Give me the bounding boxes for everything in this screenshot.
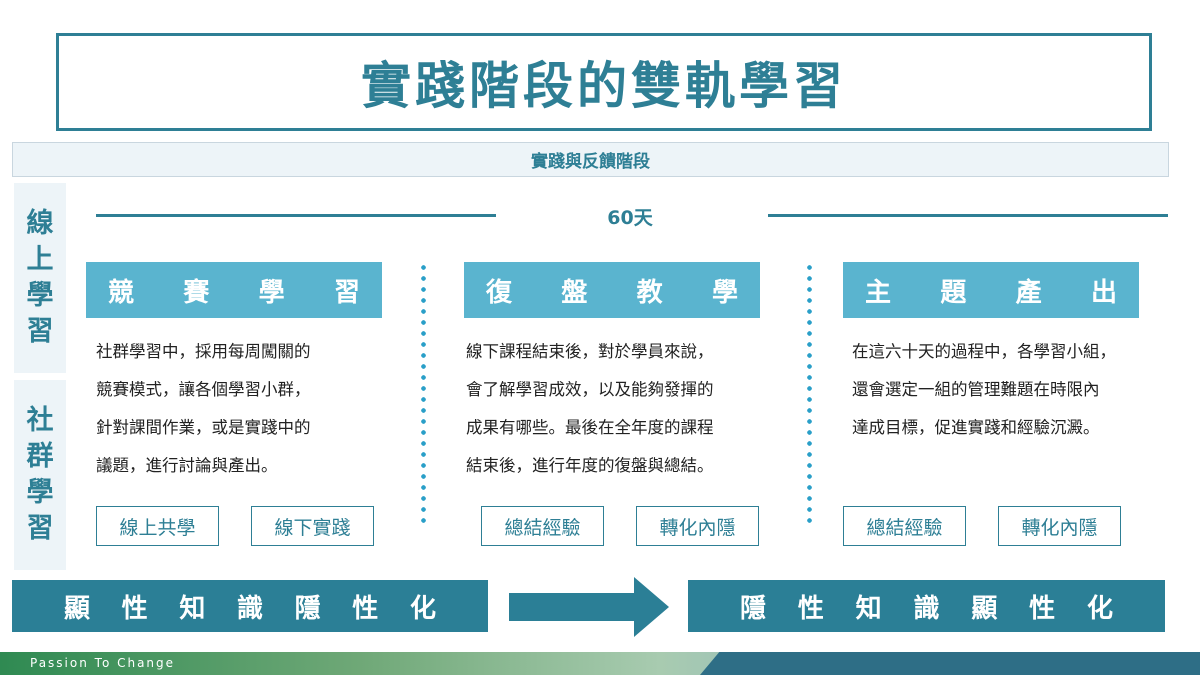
heading-char: 復 — [486, 277, 513, 308]
footer-slogan: Passion To Change — [30, 656, 176, 670]
heading-char: 出 — [1090, 277, 1117, 308]
side-char: 群 — [26, 441, 54, 472]
side-char: 習 — [26, 316, 54, 347]
band-char: 性 — [1029, 593, 1056, 624]
dotted-divider — [421, 262, 426, 526]
column-heading-topic-output: 主 題 產 出 — [843, 262, 1139, 318]
timeline-line-right — [768, 214, 1168, 217]
column-heading-competition-learning: 競 賽 學 習 — [86, 262, 382, 318]
duration-label: 60天 — [607, 207, 653, 229]
band-char: 識 — [913, 593, 940, 624]
band-char: 性 — [121, 593, 148, 624]
phase-bar: 實踐與反饋階段 — [12, 142, 1169, 177]
band-char: 性 — [797, 593, 824, 624]
heading-char: 主 — [865, 277, 892, 308]
band-char: 知 — [179, 593, 206, 624]
band-tacit-to-explicit: 隱 性 知 識 顯 性 化 — [688, 580, 1165, 632]
phase-label: 實踐與反饋階段 — [531, 152, 650, 172]
heading-char: 題 — [940, 277, 967, 308]
side-char: 習 — [26, 513, 54, 544]
text-line: 針對課間作業，或是實踐中的 — [96, 418, 311, 437]
heading-char: 賽 — [183, 277, 210, 308]
column-text-topic-output: 在這六十天的過程中，各學習小組， 還會選定一組的管理難題在時限內 達成目標，促進… — [852, 333, 1152, 447]
side-char: 線 — [26, 208, 54, 239]
band-char: 化 — [1086, 593, 1113, 624]
footer-accent — [700, 652, 1200, 675]
side-char: 上 — [26, 244, 54, 275]
text-line: 社群學習中，採用每周闖關的 — [96, 342, 311, 361]
text-line: 在這六十天的過程中，各學習小組， — [852, 342, 1116, 361]
tag-summarize-experience: 總結經驗 — [481, 506, 604, 546]
heading-char: 教 — [636, 277, 663, 308]
text-line: 競賽模式，讓各個學習小群， — [96, 380, 311, 399]
side-label-online-learning: 線 上 學 習 — [14, 183, 66, 373]
heading-char: 盤 — [561, 277, 588, 308]
band-char: 顯 — [64, 593, 91, 624]
band-char: 顯 — [971, 593, 998, 624]
footer-bar: Passion To Change — [0, 652, 1200, 675]
heading-char: 競 — [108, 277, 135, 308]
dotted-divider — [807, 262, 812, 526]
band-char: 性 — [352, 593, 379, 624]
heading-char: 習 — [333, 277, 360, 308]
side-char: 社 — [26, 405, 54, 436]
column-heading-review-teaching: 復 盤 教 學 — [464, 262, 760, 318]
timeline-line-left — [96, 214, 496, 217]
band-char: 識 — [236, 593, 263, 624]
tag-convert-tacit: 轉化內隱 — [998, 506, 1121, 546]
text-line: 會了解學習成效，以及能夠發揮的 — [466, 380, 714, 399]
side-label-community-learning: 社 群 學 習 — [14, 380, 66, 570]
text-line: 成果有哪些。最後在全年度的課程 — [466, 418, 714, 437]
text-line: 議題，進行討論與產出。 — [96, 456, 278, 475]
text-line: 還會選定一組的管理難題在時限內 — [852, 380, 1100, 399]
band-char: 化 — [409, 593, 436, 624]
tag-online-colearning: 線上共學 — [96, 506, 219, 546]
band-char: 知 — [855, 593, 882, 624]
text-line: 結束後，進行年度的復盤與總結。 — [466, 456, 714, 475]
text-line: 線下課程結束後，對於學員來說， — [466, 342, 714, 361]
column-text-review-teaching: 線下課程結束後，對於學員來說， 會了解學習成效，以及能夠發揮的 成果有哪些。最後… — [466, 333, 766, 485]
tag-convert-tacit: 轉化內隱 — [636, 506, 759, 546]
heading-char: 學 — [711, 277, 738, 308]
text-line: 達成目標，促進實踐和經驗沉澱。 — [852, 418, 1100, 437]
heading-char: 學 — [258, 277, 285, 308]
band-explicit-to-tacit: 顯 性 知 識 隱 性 化 — [12, 580, 488, 632]
side-char: 學 — [26, 477, 54, 508]
tag-offline-practice: 線下實踐 — [251, 506, 374, 546]
side-char: 學 — [26, 280, 54, 311]
right-arrow-icon — [509, 577, 669, 637]
page-title: 實踐階段的雙軌學習 — [361, 57, 847, 115]
band-char: 隱 — [294, 593, 321, 624]
heading-char: 產 — [1015, 277, 1042, 308]
title-box: 實踐階段的雙軌學習 — [56, 33, 1152, 131]
column-text-competition-learning: 社群學習中，採用每周闖關的 競賽模式，讓各個學習小群， 針對課間作業，或是實踐中… — [96, 333, 396, 485]
tag-summarize-experience: 總結經驗 — [843, 506, 966, 546]
band-char: 隱 — [740, 593, 767, 624]
